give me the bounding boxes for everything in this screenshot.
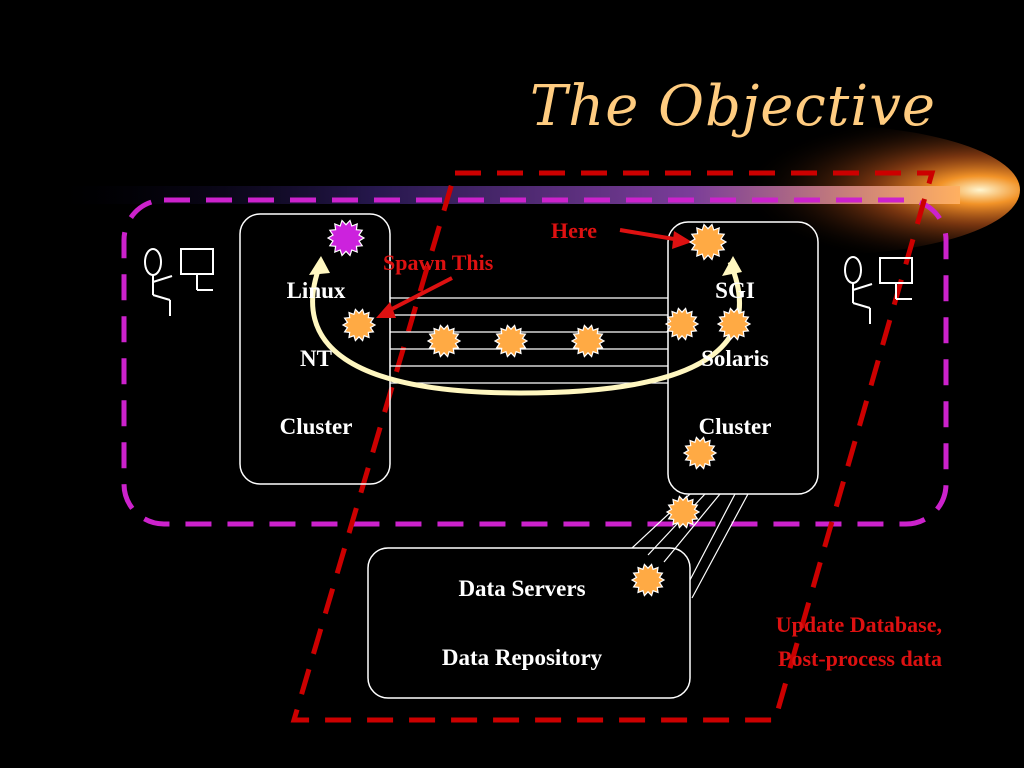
update-database-annotation: Update Database, — [775, 612, 942, 637]
update-region-boundary — [290, 170, 936, 723]
spawn-arrowhead — [376, 302, 396, 318]
job-starburst-right-2 — [682, 436, 718, 470]
job-starburst-data-servers — [630, 563, 666, 597]
migration-arc-arrowhead-left — [309, 256, 330, 275]
job-starburst-transit-2 — [493, 324, 529, 358]
job-starburst-transit-3 — [570, 324, 606, 358]
data-repository-label: Data Repository — [441, 645, 603, 670]
job-starburst-here — [688, 223, 728, 261]
job-starburst-transit-1 — [426, 324, 462, 358]
left-cluster-label-linux: Linux — [286, 278, 346, 303]
spawn-arrow — [385, 276, 453, 314]
here-annotation: Here — [551, 218, 598, 243]
job-starbursts — [326, 219, 752, 597]
data-servers-label: Data Servers — [458, 576, 586, 601]
user-at-terminal-icon-right — [844, 256, 913, 324]
spawned-job-starburst — [326, 219, 366, 257]
job-starburst-left — [341, 308, 377, 342]
migration-arc-arrowhead-right — [722, 256, 742, 276]
left-cluster-label-nt: NT — [300, 346, 332, 371]
job-starburst-storage-link — [665, 495, 701, 529]
post-process-annotation: Post-process data — [778, 646, 942, 671]
right-cluster-box — [667, 221, 819, 495]
user-at-terminal-icon-left — [144, 248, 214, 316]
right-cluster-label-cluster: Cluster — [698, 414, 772, 439]
right-cluster-label-solaris: Solaris — [701, 346, 769, 371]
job-starburst-transit-4 — [664, 307, 700, 341]
right-cluster-label-sgi: SGI — [715, 278, 755, 303]
left-cluster-label-cluster: Cluster — [279, 414, 353, 439]
slide-title: The Objective — [529, 74, 936, 139]
network-links — [390, 297, 668, 384]
here-arrowhead — [672, 231, 692, 249]
grid-boundary — [121, 197, 949, 527]
data-servers-box — [367, 547, 691, 699]
here-arrow — [619, 228, 681, 242]
job-starburst-right-1 — [716, 307, 752, 341]
spawn-annotation: Spawn This — [383, 250, 494, 275]
